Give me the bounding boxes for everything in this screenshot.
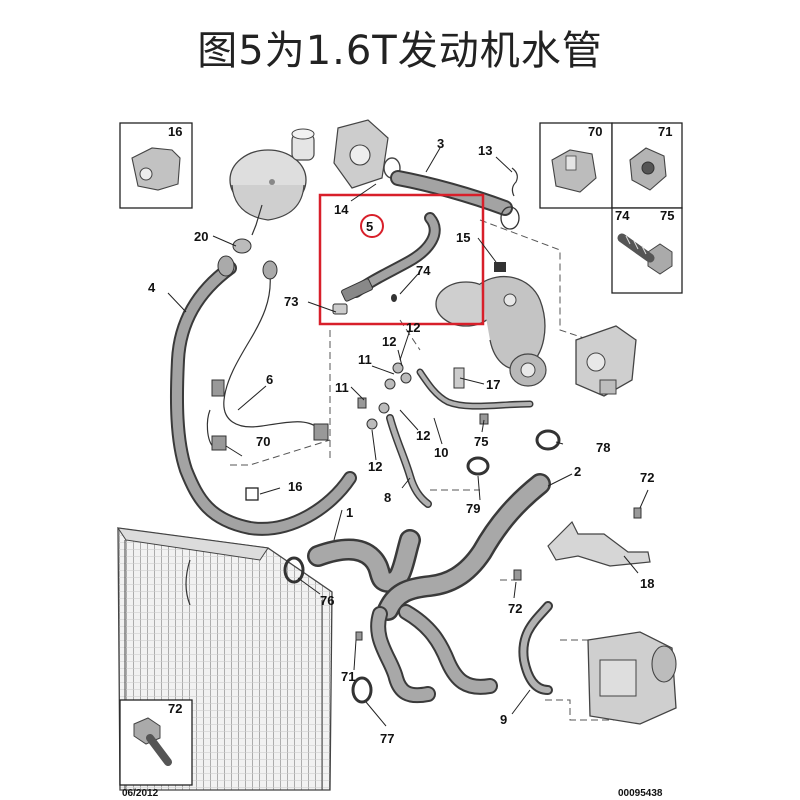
callout-12-d: 12 [368, 459, 382, 474]
footer-date: 06/2012 [122, 788, 159, 799]
callout-12-b: 12 [382, 334, 396, 349]
leader-lines [167, 147, 649, 727]
callout-72-b: 72 [508, 601, 522, 616]
bracket-18 [547, 520, 651, 567]
callout-11-b: 11 [335, 380, 349, 395]
callout-74: 74 [416, 263, 431, 278]
callout-18: 18 [640, 576, 654, 591]
callout-12-a: 12 [406, 320, 420, 335]
inset-72: 72 [119, 699, 193, 786]
callout-labels: 3 4 5 6 20 14 13 15 74 73 12 12 11 11 17… [148, 136, 654, 746]
inset-71: 71 [611, 122, 683, 209]
callout-9: 9 [500, 712, 507, 727]
callout-5: 5 [366, 219, 373, 234]
thermostat-housing [575, 325, 637, 397]
callout-75: 75 [474, 434, 488, 449]
callout-1: 1 [346, 505, 353, 520]
callout-78: 78 [596, 440, 610, 455]
callout-70: 70 [256, 434, 270, 449]
inset-70-label: 70 [588, 124, 602, 139]
callout-3: 3 [437, 136, 444, 151]
callout-10: 10 [434, 445, 448, 460]
inset-71-label: 71 [658, 124, 672, 139]
highlight-hose-5 [318, 193, 485, 326]
callout-11-a: 11 [358, 352, 372, 367]
callout-73: 73 [284, 294, 298, 309]
egr-cooler [587, 631, 677, 725]
inset-70: 70 [539, 122, 613, 209]
hoses [169, 170, 553, 704]
callout-6: 6 [266, 372, 273, 387]
water-outlet-housing [333, 119, 401, 189]
callout-8: 8 [384, 490, 391, 505]
inset-16: 16 [119, 122, 193, 209]
callout-79: 79 [466, 501, 480, 516]
callout-13: 13 [478, 143, 492, 158]
expansion-tank [229, 128, 315, 236]
footer-reference-number: 00095438 [618, 788, 663, 799]
page-title: 图5为1.6T发动机水管 [197, 28, 603, 74]
callout-15: 15 [456, 230, 470, 245]
callout-76: 76 [320, 593, 334, 608]
inset-74-label: 74 [615, 208, 630, 223]
callout-77: 77 [380, 731, 394, 746]
callout-2: 2 [574, 464, 581, 479]
clamps [211, 167, 642, 704]
callout-16: 16 [288, 479, 302, 494]
inset-75-label: 75 [660, 208, 674, 223]
callout-72-a: 72 [640, 470, 654, 485]
callout-71: 71 [341, 669, 355, 684]
inset-72-label: 72 [168, 701, 182, 716]
callout-14: 14 [334, 202, 349, 217]
turbocharger [435, 276, 547, 387]
callout-4: 4 [148, 280, 156, 295]
callout-12-c: 12 [416, 428, 430, 443]
callout-20: 20 [194, 229, 208, 244]
inset-74-75: 74 75 [611, 207, 683, 294]
callout-17: 17 [486, 377, 500, 392]
inset-16-label: 16 [168, 124, 182, 139]
